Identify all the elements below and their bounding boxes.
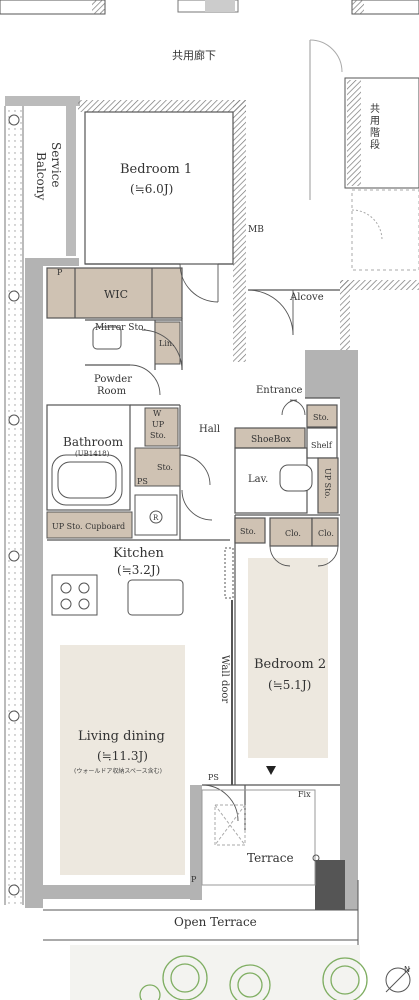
lav-label: Lav. bbox=[248, 474, 268, 485]
r-mark: R bbox=[153, 514, 159, 522]
bedroom2-floor bbox=[248, 558, 328, 758]
clo2-label: Clo. bbox=[318, 529, 334, 538]
storage-blocks bbox=[46, 321, 181, 539]
svg-text:共: 共 bbox=[370, 103, 380, 115]
powder-label-2: Room bbox=[97, 386, 127, 397]
terrace bbox=[201, 766, 320, 886]
living-note: (ウォールドア収納スペース含む) bbox=[74, 767, 162, 775]
sto-hall-label: Sto. bbox=[157, 463, 173, 472]
bedroom1-area: (≒6.0J) bbox=[130, 182, 173, 196]
bedroom2-area: (≒5.1J) bbox=[268, 678, 311, 692]
open-terrace bbox=[43, 880, 360, 1000]
up-sto-cupboard-label: UP Sto. Cupboard bbox=[52, 522, 125, 531]
terrace-label: Terrace bbox=[247, 851, 294, 865]
service-balcony-label: Service Balcony bbox=[34, 142, 63, 200]
bathroom-label: Bathroom bbox=[63, 435, 124, 449]
ps-bottom-label: PS bbox=[208, 773, 219, 782]
svg-text:用: 用 bbox=[370, 116, 380, 127]
hedge-circles bbox=[8, 114, 20, 896]
kitchen-area: (≒3.2J) bbox=[117, 563, 160, 577]
p-bottom-label: P bbox=[191, 875, 197, 884]
clo1-label: Clo. bbox=[285, 529, 301, 538]
fix-label: Fix bbox=[298, 790, 311, 799]
wic-label: WIC bbox=[104, 288, 128, 301]
wall-door-label: Wall door bbox=[219, 655, 230, 703]
svg-text:段: 段 bbox=[370, 138, 380, 151]
bathroom-unit-label: (UB1418) bbox=[75, 450, 110, 458]
mirror-label: Mirror Sto. bbox=[95, 323, 146, 333]
shelf-label: Shelf bbox=[311, 441, 333, 450]
svg-text:N: N bbox=[404, 965, 410, 974]
powder-label-1: Powder bbox=[94, 374, 132, 385]
p-top-label: P bbox=[57, 268, 63, 277]
svg-text:Balcony: Balcony bbox=[34, 152, 48, 200]
bedroom2-label: Bedroom 2 bbox=[254, 657, 326, 672]
north-arrow-icon: N bbox=[385, 965, 411, 993]
stairs-label: 共 用 階 段 bbox=[370, 103, 380, 151]
svg-text:Service: Service bbox=[49, 142, 63, 188]
svg-text:階: 階 bbox=[370, 127, 380, 139]
top-structure bbox=[0, 0, 419, 200]
hall-label: Hall bbox=[199, 424, 220, 435]
exterior-walls bbox=[25, 100, 419, 910]
shoebox-label: ShoeBox bbox=[251, 435, 291, 445]
living-area: (≒11.3J) bbox=[97, 749, 148, 763]
living-floor bbox=[60, 645, 185, 875]
w-label: W bbox=[153, 409, 162, 418]
trees bbox=[139, 955, 368, 1000]
alcove-label: Alcove bbox=[289, 292, 324, 303]
fixtures bbox=[51, 326, 313, 616]
sto-entrance-label: Sto. bbox=[313, 413, 329, 422]
sto-label-w: Sto. bbox=[150, 431, 166, 440]
lin-label: Lin. bbox=[159, 339, 175, 348]
mb-label: MB bbox=[248, 225, 264, 235]
bedroom1-label: Bedroom 1 bbox=[120, 162, 192, 177]
sto-small-label: Sto. bbox=[240, 527, 256, 536]
up-label: UP bbox=[152, 420, 165, 429]
ps-left-label: PS bbox=[137, 477, 148, 486]
corridor-label: 共用廊下 bbox=[172, 48, 216, 62]
open-terrace-label: Open Terrace bbox=[174, 915, 257, 929]
up-sto-right-label: UP Sto. bbox=[323, 468, 332, 499]
service-balcony bbox=[4, 96, 80, 906]
living-label: Living dining bbox=[78, 729, 165, 744]
entrance-label: Entrance bbox=[256, 385, 303, 396]
kitchen-label: Kitchen bbox=[113, 546, 164, 561]
room-labels: Bedroom 1 (≒6.0J) MB Alcove WIC P Mirror… bbox=[52, 162, 334, 929]
stairs-block bbox=[344, 77, 419, 271]
